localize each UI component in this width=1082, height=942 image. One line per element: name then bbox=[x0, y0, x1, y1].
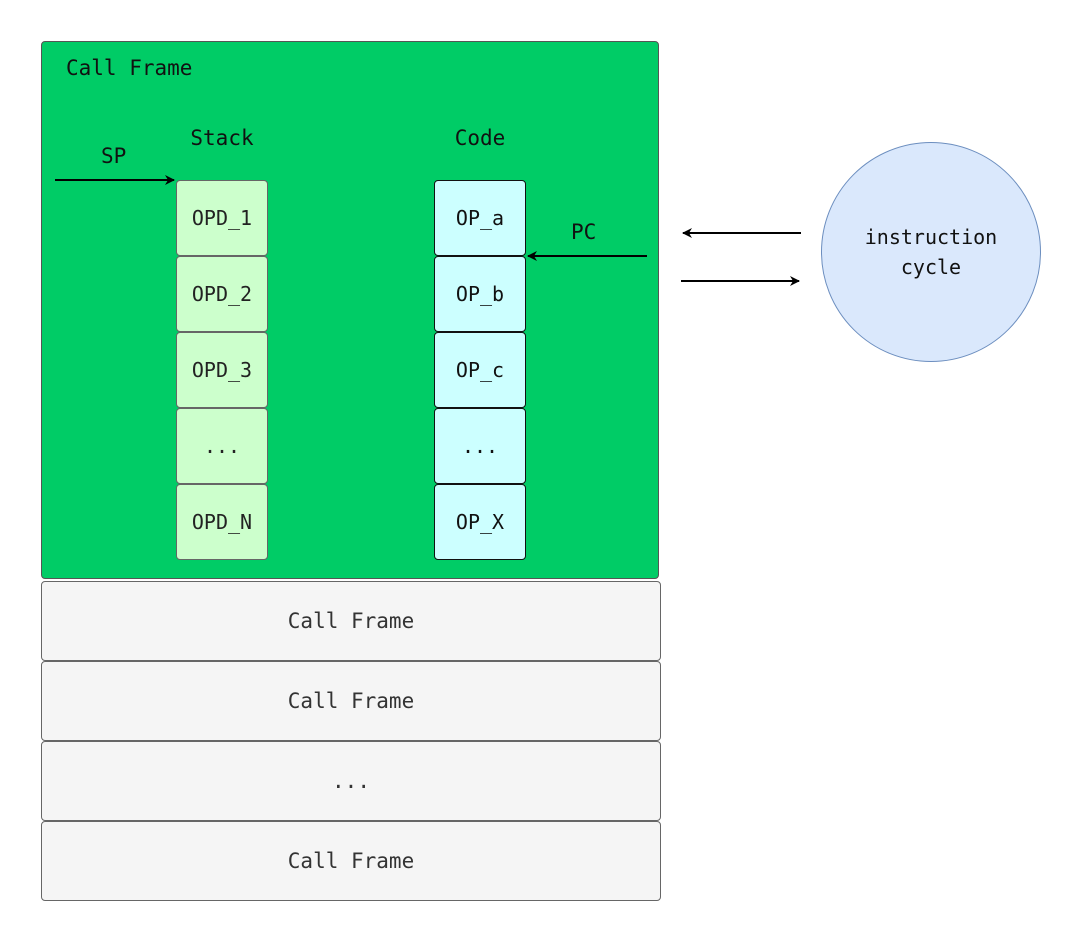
code-cell: OP_b bbox=[434, 256, 526, 332]
sp-label: SP bbox=[101, 144, 127, 168]
active-frame-title: Call Frame bbox=[66, 56, 193, 80]
call-frame-row: Call Frame bbox=[41, 821, 661, 901]
call-frame-row: Call Frame bbox=[41, 661, 661, 741]
active-call-frame bbox=[41, 41, 659, 579]
cycle-label-line2: cycle bbox=[900, 255, 962, 279]
pc-label: PC bbox=[571, 220, 597, 244]
code-cell: OP_X bbox=[434, 484, 526, 560]
stack-title: Stack bbox=[190, 126, 254, 150]
instruction-cycle-node: instruction cycle bbox=[821, 142, 1041, 362]
cycle-label-line1: instruction bbox=[864, 225, 998, 249]
stack-cell: ... bbox=[176, 408, 268, 484]
stack-cell: OPD_3 bbox=[176, 332, 268, 408]
stack-cell: OPD_2 bbox=[176, 256, 268, 332]
code-cell: OP_c bbox=[434, 332, 526, 408]
call-frame-row: ... bbox=[41, 741, 661, 821]
stack-cell: OPD_N bbox=[176, 484, 268, 560]
code-cell: OP_a bbox=[434, 180, 526, 256]
code-cell: ... bbox=[434, 408, 526, 484]
call-frame-row: Call Frame bbox=[41, 581, 661, 661]
stack-cell: OPD_1 bbox=[176, 180, 268, 256]
code-title: Code bbox=[454, 126, 506, 150]
